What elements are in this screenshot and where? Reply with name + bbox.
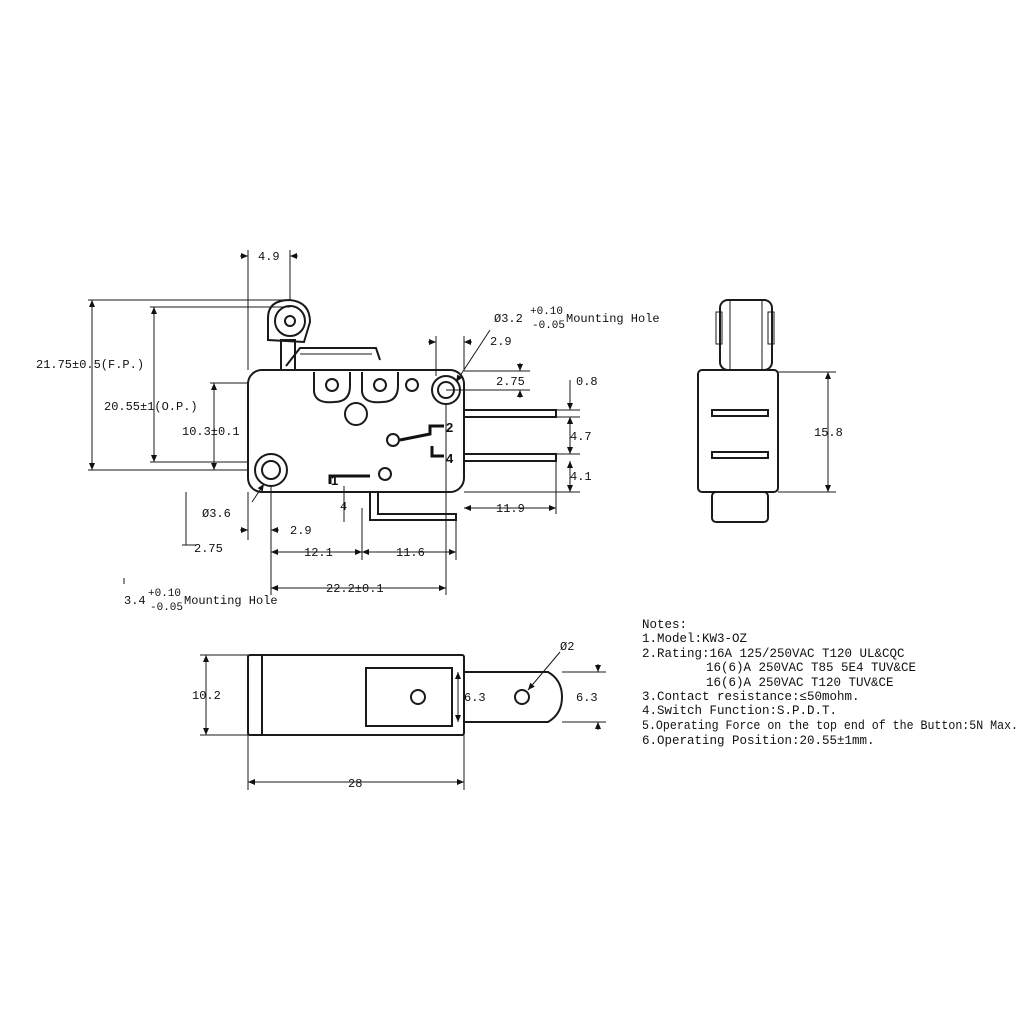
note-5: 5.Operating Force on the top end of the …	[642, 719, 1018, 733]
dim-terminal-hole: Ø2	[560, 640, 574, 654]
dim-side-height: 15.8	[814, 426, 843, 440]
terminal-1	[369, 492, 457, 521]
note-2c: 16(6)A 250VAC T120 TUV&CE	[706, 676, 894, 690]
dim-hole-pitch: 22.2±0.1	[326, 582, 384, 596]
dim-hole-y-bottom: 2.75	[194, 542, 223, 556]
dim-bottom-hole-dia: Ø3.6	[202, 507, 231, 521]
bottom-mounting-hole	[254, 453, 288, 487]
roller	[274, 305, 306, 337]
side-terminal-1	[711, 491, 769, 523]
dim-bottom-length: 28	[348, 777, 362, 791]
dim-terminal-thick: 0.8	[576, 375, 598, 389]
dim-terminal1-width: 11.6	[396, 546, 425, 560]
dim-terminal-width-2: 6.3	[576, 691, 598, 705]
note-6: 6.Operating Position:20.55±1mm.	[642, 734, 875, 748]
terminal-4	[463, 453, 557, 462]
front-dimensions: 4.9 21.75±0.5(F.P.) 20.55±1(O.P.) 10.3±0…	[36, 250, 660, 614]
body-rivet	[405, 378, 419, 392]
dim-terminal-bottom: 4.1	[570, 470, 592, 484]
dim-top-hole-tol-dn: -0.05	[532, 320, 565, 332]
lever-post	[280, 339, 296, 371]
dim-bottom-hole-dia2: 3.4	[124, 594, 146, 608]
note-4: 4.Switch Function:S.P.D.T.	[642, 704, 837, 718]
dim-terminal-pitch: 4.7	[570, 430, 592, 444]
body-scallop-1	[313, 372, 351, 404]
dim-top-hole-tol-up: +0.10	[530, 306, 563, 318]
dim-top-hole-dia: Ø3.2	[494, 312, 523, 326]
note-1: 1.Model:KW3-OZ	[642, 632, 748, 646]
dim-terminal-length: 11.9	[496, 502, 525, 516]
dim-base-height: 10.3±0.1	[182, 425, 240, 439]
dim-hole-y-top: 2.75	[496, 375, 525, 389]
note-2b: 16(6)A 250VAC T85 5E4 TUV&CE	[706, 661, 916, 675]
dim-terminal-width-1: 6.3	[464, 691, 486, 705]
lever-arm	[285, 347, 381, 367]
side-terminal-2	[711, 409, 769, 417]
roller-bracket	[267, 298, 312, 344]
dim-bottom-height: 10.2	[192, 689, 221, 703]
terminal-tab-hole	[514, 689, 530, 705]
note-3: 3.Contact resistance:≤50mohm.	[642, 690, 860, 704]
dim-bottom-hole-tol-dn: -0.05	[150, 602, 183, 614]
front-view: 2 4 1	[247, 298, 557, 521]
side-body	[697, 369, 779, 493]
side-terminal-4	[711, 451, 769, 459]
dim-top-hole-label: Mounting Hole	[566, 312, 660, 326]
side-roller	[719, 299, 773, 371]
dim-terminal1-depth: 4	[340, 500, 347, 514]
common-contact	[386, 433, 400, 447]
body-scallop-2	[361, 372, 399, 404]
notes-block: Notes: 1.Model:KW3-OZ 2.Rating:16A 125/2…	[642, 618, 1018, 748]
bottom-terminal-1	[365, 667, 453, 727]
dim-bottom-hole-tol-up: +0.10	[148, 588, 181, 600]
pin-label-2: 2	[446, 420, 453, 435]
pin-label-1: 1	[331, 473, 338, 488]
contact-lever	[399, 424, 444, 442]
center-hole	[344, 402, 368, 426]
note-2a: 2.Rating:16A 125/250VAC T120 UL&CQC	[642, 647, 905, 661]
switch-body	[247, 369, 465, 493]
side-view: 15.8	[697, 299, 843, 523]
bottom-body	[247, 654, 465, 736]
notes-title: Notes:	[642, 618, 687, 632]
terminal-2	[463, 409, 557, 418]
dim-bottom-hole-label: Mounting Hole	[184, 594, 278, 608]
terminal1-hole	[410, 689, 426, 705]
dim-hole-x-bottom: 2.9	[290, 524, 312, 538]
dim-hole-x-top: 2.9	[490, 335, 512, 349]
dim-op: 20.55±1(O.P.)	[104, 400, 198, 414]
dim-fp: 21.75±0.5(F.P.)	[36, 358, 144, 372]
pin-label-4: 4	[446, 451, 454, 466]
dim-terminal1-pos: 12.1	[304, 546, 333, 560]
bottom-terminal-tab	[464, 671, 564, 723]
dim-roller-offset: 4.9	[258, 250, 280, 264]
bottom-view: 10.2 6.3 6.3 Ø2 28	[192, 640, 606, 791]
